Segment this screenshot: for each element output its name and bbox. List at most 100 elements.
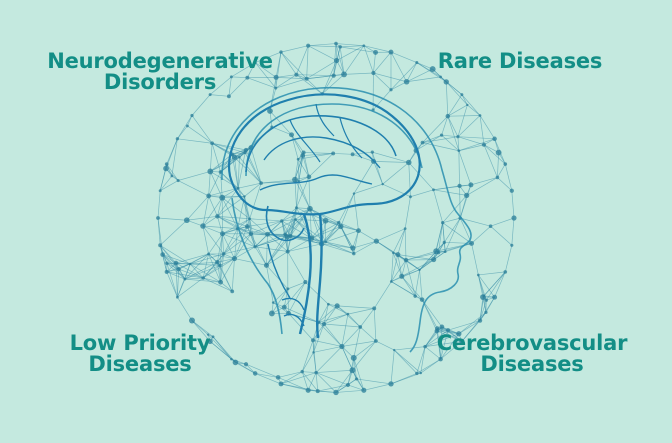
network-link xyxy=(245,363,279,378)
network-link xyxy=(321,75,334,95)
network-link xyxy=(490,217,515,227)
network-node xyxy=(354,377,359,381)
network-link xyxy=(422,136,458,143)
network-node xyxy=(484,298,488,302)
network-node xyxy=(476,273,480,277)
network-node xyxy=(457,149,461,153)
network-link xyxy=(280,51,307,79)
network-node xyxy=(292,176,298,183)
network-link xyxy=(353,357,365,391)
network-link xyxy=(267,234,288,252)
network-link xyxy=(352,240,377,249)
network-node xyxy=(443,79,449,85)
network-node xyxy=(314,370,318,375)
network-link xyxy=(408,162,434,191)
network-link xyxy=(340,226,359,232)
network-link xyxy=(486,271,506,301)
network-link xyxy=(372,151,409,163)
label-line: Neurodegenerative xyxy=(47,49,273,73)
network-link xyxy=(284,306,319,323)
network-node xyxy=(415,61,419,65)
network-node xyxy=(164,162,169,166)
network-link xyxy=(177,180,209,197)
network-node xyxy=(324,240,327,244)
network-link xyxy=(277,377,309,391)
network-link xyxy=(267,220,283,235)
network-node xyxy=(268,310,275,317)
network-link xyxy=(405,259,416,297)
network-link xyxy=(177,115,193,139)
network-link xyxy=(219,253,224,266)
network-link xyxy=(211,142,233,155)
network-link xyxy=(341,340,376,347)
network-link xyxy=(244,182,262,197)
network-node xyxy=(373,238,379,244)
network-link xyxy=(208,171,211,196)
network-node xyxy=(315,389,320,394)
network-link xyxy=(187,125,213,144)
network-link xyxy=(222,233,224,254)
network-link xyxy=(297,159,310,178)
network-link xyxy=(306,78,323,95)
network-link xyxy=(280,51,297,75)
network-node xyxy=(231,154,238,160)
network-node xyxy=(278,381,284,387)
network-node xyxy=(413,294,417,298)
network-link xyxy=(337,305,375,309)
network-node xyxy=(219,231,225,237)
network-link xyxy=(390,51,407,82)
network-link xyxy=(313,346,342,353)
network-link xyxy=(394,346,426,351)
network-node xyxy=(464,192,470,199)
network-link xyxy=(457,136,485,146)
network-node xyxy=(442,240,446,244)
network-node xyxy=(468,182,474,188)
network-node xyxy=(334,303,340,309)
network-link xyxy=(301,352,314,372)
network-link xyxy=(392,228,406,253)
network-node xyxy=(445,328,451,333)
network-link xyxy=(237,228,268,235)
network-link xyxy=(234,226,248,259)
network-node xyxy=(503,270,508,274)
network-link xyxy=(335,389,364,393)
network-node xyxy=(418,268,421,271)
network-node xyxy=(481,142,487,147)
network-link xyxy=(353,183,383,194)
network-node xyxy=(352,251,356,256)
network-node xyxy=(331,151,336,156)
network-link xyxy=(247,220,282,227)
network-link xyxy=(442,222,472,244)
network-link xyxy=(333,153,353,155)
label-line: Low Priority xyxy=(69,331,211,355)
network-link xyxy=(231,258,235,292)
network-link xyxy=(335,43,337,61)
network-link xyxy=(353,193,359,231)
network-link xyxy=(281,220,291,237)
network-link xyxy=(340,226,354,249)
network-node xyxy=(219,194,226,201)
network-link xyxy=(157,217,187,221)
network-node xyxy=(511,215,517,221)
network-link xyxy=(504,164,513,191)
brain-icon xyxy=(227,93,421,339)
network-node xyxy=(286,287,290,291)
network-link xyxy=(442,217,461,224)
network-link xyxy=(202,225,209,255)
network-link xyxy=(470,177,498,186)
network-link xyxy=(160,244,191,265)
network-link xyxy=(436,328,441,360)
network-link xyxy=(287,251,306,283)
network-link xyxy=(275,78,307,89)
network-link xyxy=(190,261,218,265)
network-node xyxy=(243,362,249,367)
network-link xyxy=(283,288,289,308)
network-node xyxy=(311,338,316,343)
network-link xyxy=(353,357,357,379)
network-link xyxy=(444,217,461,252)
network-link xyxy=(458,150,472,185)
network-link xyxy=(234,157,262,184)
network-link xyxy=(479,295,485,321)
network-link xyxy=(287,281,306,290)
network-link xyxy=(447,116,459,137)
